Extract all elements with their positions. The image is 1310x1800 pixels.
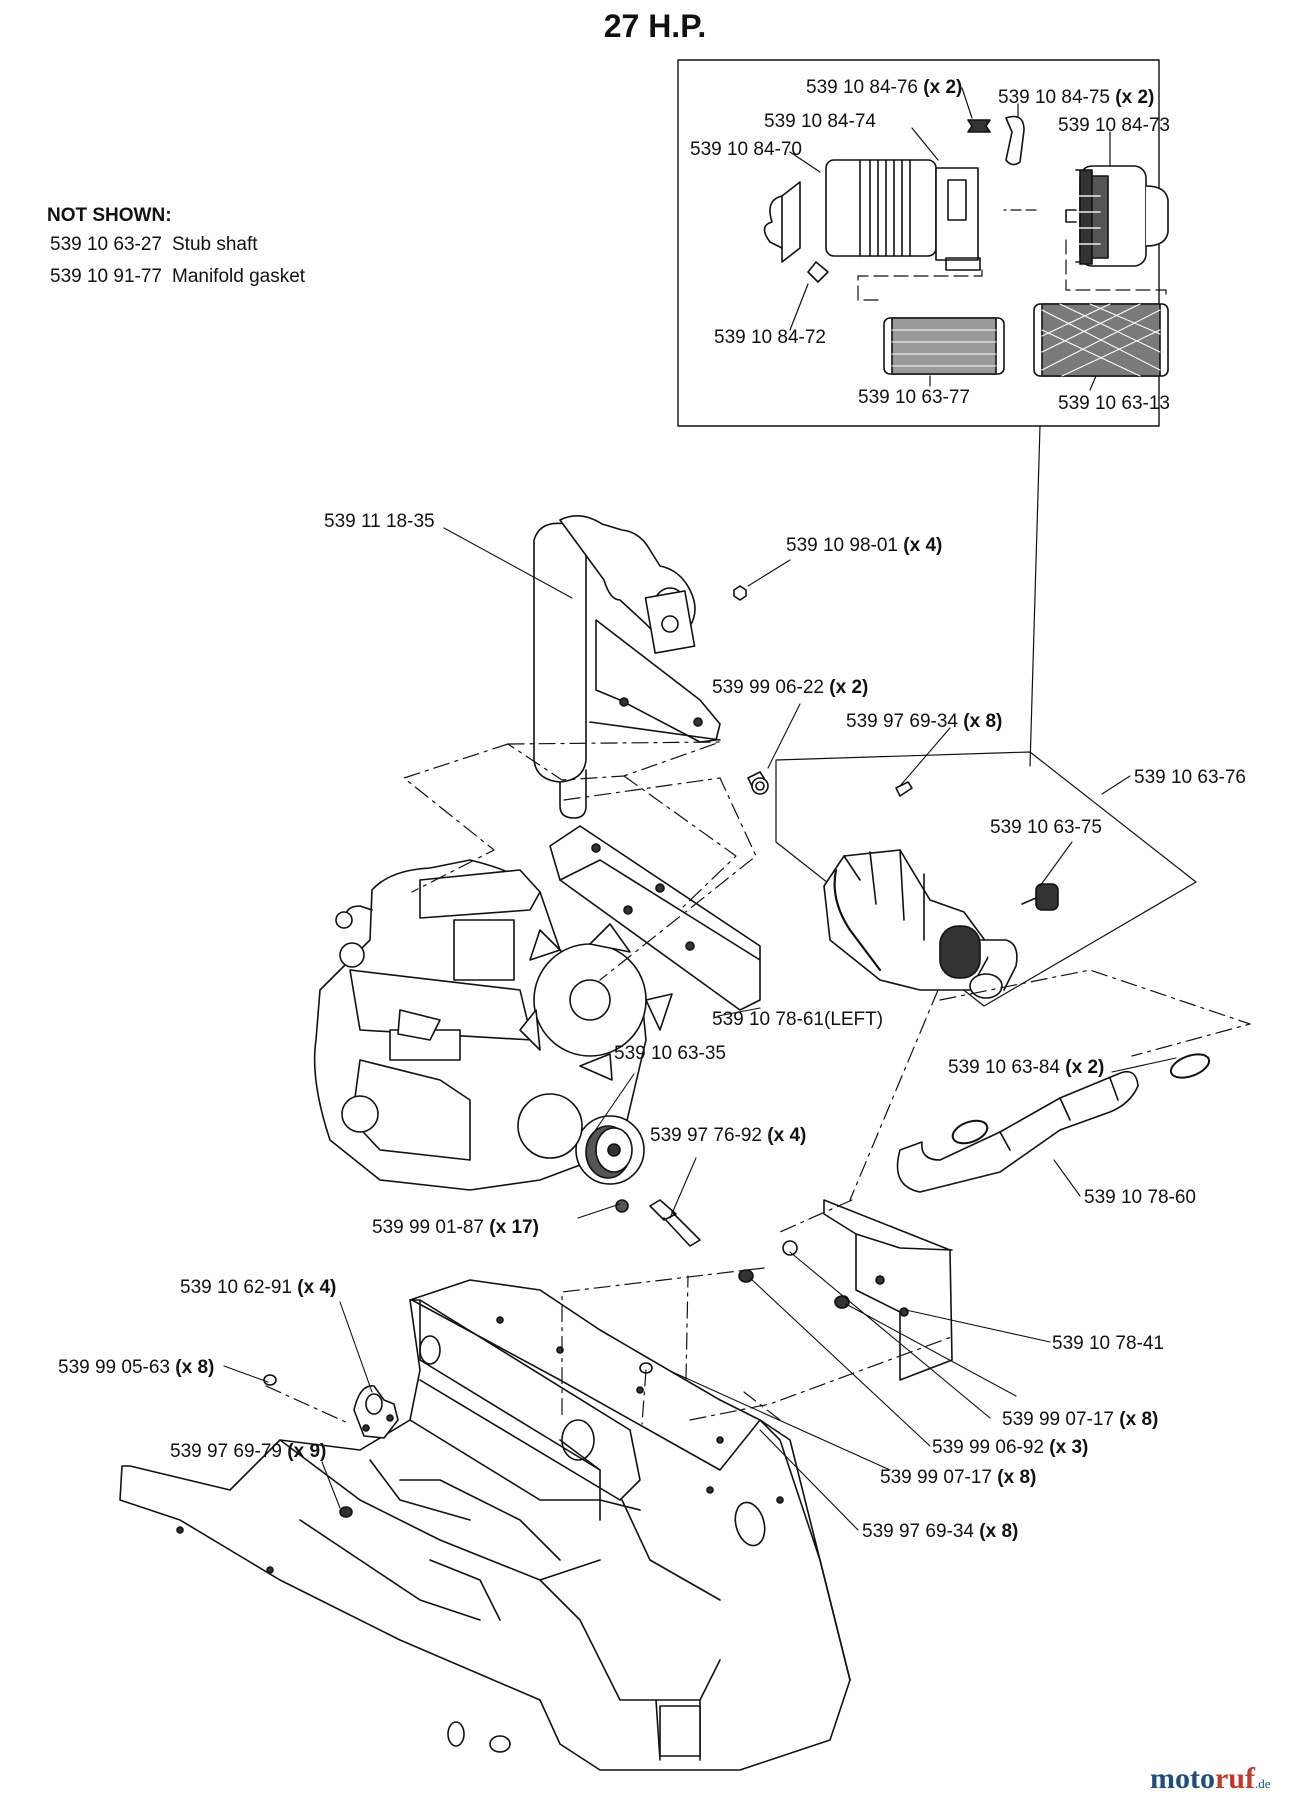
latch-clips <box>967 115 1025 166</box>
exhaust-bracket-left <box>549 825 761 1011</box>
inset-connector-line <box>1029 425 1041 767</box>
callout-label: 539 10 63-35 <box>614 1043 726 1064</box>
callout-label: 539 10 63-13 <box>1058 393 1170 414</box>
callout-label: 539 99 05-63 (x 8) <box>58 1357 215 1378</box>
callout-label: 539 10 84-73 <box>1058 115 1170 136</box>
outer-filter-element <box>1033 303 1169 377</box>
intake-hose <box>896 1053 1211 1193</box>
callout-label: 539 97 69-79 (x 9) <box>170 1441 327 1462</box>
not-shown-part-number: 539 10 91-77 <box>50 266 162 287</box>
callout-label: 539 97 69-34 (x 8) <box>862 1521 1019 1542</box>
not-shown-description: Manifold gasket <box>172 266 306 287</box>
leader-lines <box>223 527 1177 1531</box>
not-shown-heading: NOT SHOWN: <box>47 205 172 226</box>
callout-label: 539 97 69-34 (x 8) <box>846 711 1003 732</box>
callout-label: 539 10 84-72 <box>714 327 826 348</box>
callout-label: 539 10 78-61(LEFT) <box>712 1009 884 1030</box>
callout-label: 539 99 07-17 (x 8) <box>1002 1409 1159 1430</box>
diagram-title: 27 H.P. <box>603 8 707 44</box>
callout-label: 539 99 06-92 (x 3) <box>932 1437 1089 1458</box>
muffler <box>533 515 721 819</box>
engine <box>313 859 673 1191</box>
callout-label: 539 99 01-87 (x 17) <box>372 1217 539 1238</box>
callout-label: 539 10 84-70 <box>690 139 802 160</box>
callout-label: 539 10 63-77 <box>858 387 970 408</box>
watermark-logo: motoruf.de <box>1150 1762 1271 1795</box>
inset-leader-lines <box>789 87 1167 391</box>
callout-label: 539 10 84-75 (x 2) <box>998 87 1155 108</box>
callout-label: 539 10 63-75 <box>990 817 1102 838</box>
callout-label: 539 10 84-74 <box>764 111 876 132</box>
tractor-frame <box>119 1279 851 1771</box>
callout-label: 539 10 63-76 <box>1134 767 1246 788</box>
not-shown-item: 539 10 91-77 Manifold gasket <box>50 266 305 288</box>
fasteners <box>263 585 913 1518</box>
callout-label: 539 99 06-22 (x 2) <box>712 677 869 698</box>
callout-label: 539 97 76-92 (x 4) <box>650 1125 807 1146</box>
callout-label: 539 10 62-91 (x 4) <box>180 1277 337 1298</box>
callout-label: 539 10 78-60 <box>1084 1187 1196 1208</box>
not-shown-part-number: 539 10 63-27 <box>50 234 162 255</box>
mounting-plate <box>823 1199 953 1381</box>
callout-label: 539 10 84-76 (x 2) <box>806 77 963 98</box>
rubber-mount <box>353 1385 399 1439</box>
callout-label: 539 10 78-41 <box>1052 1333 1164 1354</box>
callout-label: 539 10 98-01 (x 4) <box>786 535 943 556</box>
assembly-lines <box>265 741 1251 1425</box>
filter-cover <box>1065 165 1169 267</box>
callout-label: 539 99 07-17 (x 8) <box>880 1467 1037 1488</box>
inner-filter-element <box>883 317 1005 375</box>
callout-label: 539 11 18-35 <box>324 511 435 532</box>
callout-label: 539 10 63-84 (x 2) <box>948 1057 1105 1078</box>
not-shown-description: Stub shaft <box>172 234 258 255</box>
not-shown-item: 539 10 63-27 Stub shaft <box>50 234 258 256</box>
air-cleaner-assembly <box>775 751 1197 1007</box>
air-filter-housing <box>763 159 981 283</box>
